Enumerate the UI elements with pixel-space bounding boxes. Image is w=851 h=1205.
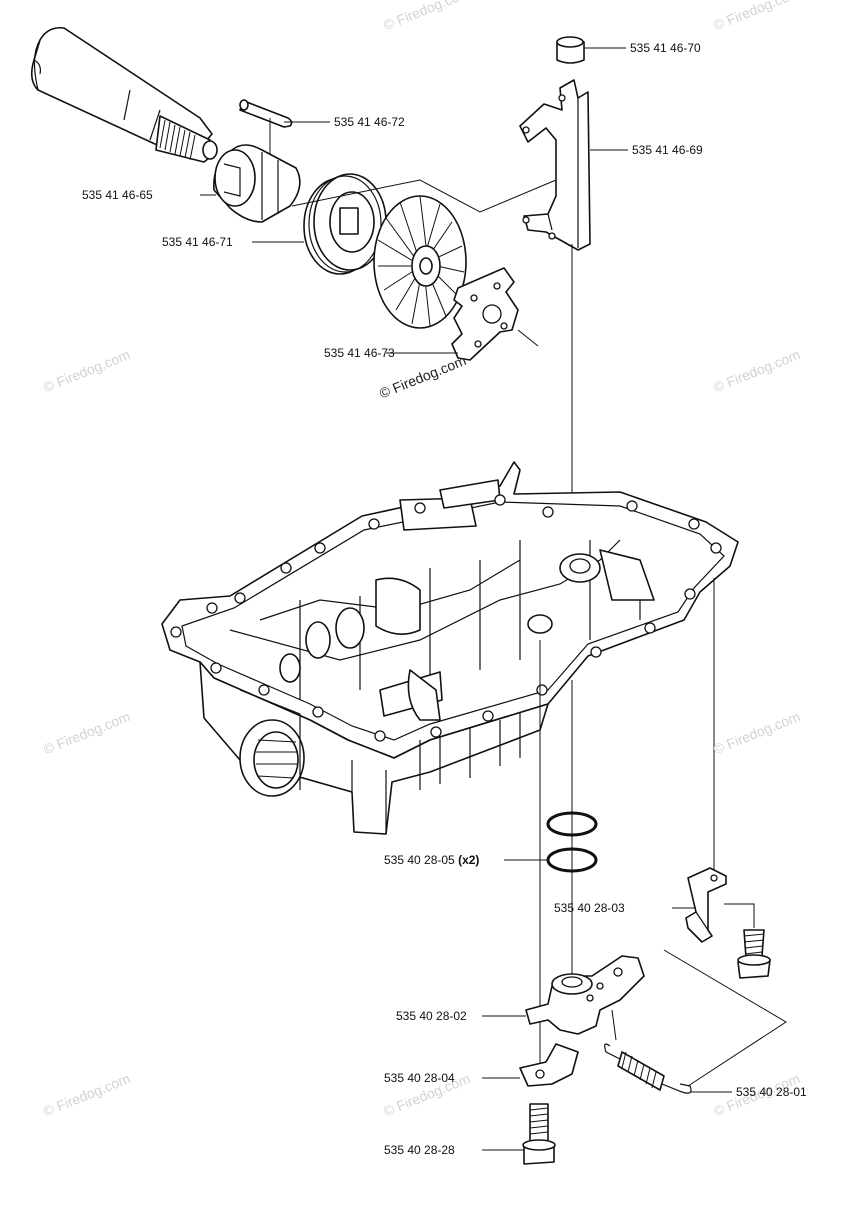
part-label-535-40-28-01: 535 40 28-01 xyxy=(736,1085,807,1099)
part-label-535-40-28-03: 535 40 28-03 xyxy=(554,901,625,915)
part-label-535-41-46-70: 535 41 46-70 xyxy=(630,41,701,55)
gasket-plate xyxy=(451,267,539,361)
tension-spring xyxy=(604,1043,692,1094)
part-label-535-41-46-73: 535 41 46-73 xyxy=(324,346,395,360)
transmission-housing xyxy=(161,461,739,835)
assembly-line xyxy=(291,179,557,213)
bolt-connector-line xyxy=(724,903,755,928)
cap xyxy=(556,36,585,64)
coupling-sleeve xyxy=(213,144,301,223)
fan-wheel xyxy=(373,195,467,329)
shift-fork xyxy=(519,79,591,251)
part-label-535-40-28-04: 535 40 28-04 xyxy=(384,1071,455,1085)
part-label-535-41-46-65: 535 41 46-65 xyxy=(82,188,153,202)
screw xyxy=(522,1103,556,1165)
part-label-535-40-28-28: 535 40 28-28 xyxy=(384,1143,455,1157)
part-label-535-41-46-71: 535 41 46-71 xyxy=(162,235,233,249)
spring-connector-line xyxy=(663,949,787,1087)
part-label-535-41-46-72: 535 41 46-72 xyxy=(334,115,405,129)
bracket xyxy=(685,867,727,943)
part-label-535-40-28-02: 535 40 28-02 xyxy=(396,1009,467,1023)
roll-pin xyxy=(239,99,293,160)
quantity-note: (x2) xyxy=(458,853,480,867)
pulley xyxy=(303,173,387,275)
axle-shaft xyxy=(30,26,218,163)
shift-lever xyxy=(525,955,645,1035)
washer-plate xyxy=(519,1043,579,1087)
part-label-535-40-28-05: 535 40 28-05 (x2) xyxy=(384,853,480,867)
bracket-bolt xyxy=(737,929,771,979)
spring-link-line xyxy=(611,1009,617,1041)
part-label-535-41-46-69: 535 41 46-69 xyxy=(632,143,703,157)
leader-lines xyxy=(200,47,732,1151)
